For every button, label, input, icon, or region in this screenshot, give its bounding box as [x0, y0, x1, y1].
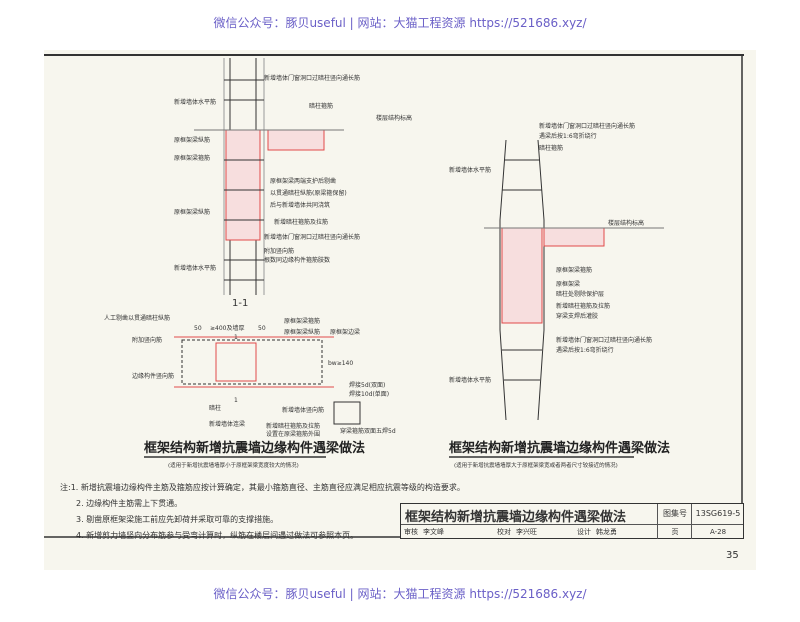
check-label: 校对 [497, 528, 511, 536]
review-label: 审核 [404, 528, 418, 536]
label: 新增暗柱箍筋及拉筋 [274, 218, 328, 226]
label: 原框架梁纵筋 [284, 328, 320, 336]
label: 新增墙体水平筋 [449, 166, 491, 174]
label: 新增墙体连梁 [209, 420, 245, 428]
label: 新增墙体水平筋 [449, 376, 491, 384]
dimension: 50 [194, 325, 202, 332]
label: 原框架梁纵筋 [174, 136, 210, 144]
title-block-title: 框架结构新增抗震墙边缘构件遇梁做法 [405, 510, 627, 525]
label: 新增墙体门窗洞口过暗柱竖向通长筋 [264, 233, 360, 241]
atlas-label: 图集号 [657, 504, 692, 524]
label: 原框架梁箍筋 [284, 317, 320, 325]
note-4: 4. 新增剪力墙竖向分布筋参与受弯计算时，纵筋在楼层间遇过做法可参照本页。 [76, 531, 359, 540]
label: 后与新增墙体共同浇筑 [270, 201, 330, 209]
watermark-top: 微信公众号：豚贝useful | 网站：大猫工程资源 https://52168… [213, 16, 587, 30]
label: 穿梁箍筋双面五焊5d [340, 427, 396, 435]
reviewer-name: 李文峰 [423, 528, 444, 536]
title-block-signature-row: 审核 李文峰 校对 李兴旺 设计 韩龙勇 页 A-28 [401, 524, 743, 539]
label: 暗柱箍筋 [309, 102, 333, 110]
left-plan [174, 336, 361, 425]
left-caption: 框架结构新增抗震墙边缘构件遇梁做法 [144, 440, 365, 456]
dimension: 50 [258, 325, 266, 332]
label: 暗柱处剔除保护层 [556, 290, 604, 298]
label: 附加竖向筋 [132, 336, 162, 344]
left-column-elevation [194, 58, 344, 295]
label: 原框架梁箍筋 [174, 154, 210, 162]
watermark-bottom: 微信公众号：豚贝useful | 网站：大猫工程资源 https://52168… [213, 587, 587, 601]
label: 新增墙体竖向筋 [282, 406, 324, 414]
label: 遇梁后按1:6弯折绕行 [556, 346, 614, 354]
label: 新增墙体门窗洞口过暗柱竖向通长筋 [556, 336, 652, 344]
designer-name: 韩龙勇 [596, 528, 617, 536]
label: 以贯通暗柱纵筋(原梁箍保留) [270, 189, 347, 197]
label: 附加竖向筋 [264, 247, 294, 255]
label: 焊接5d(双面) [349, 381, 385, 389]
note-3: 3. 剔凿原框架梁施工前应先卸荷并采取可靠的支撑措施。 [76, 515, 279, 524]
atlas-number: 13SG619-5 [691, 504, 744, 524]
checker-name: 李兴旺 [516, 528, 537, 536]
right-column-elevation [484, 139, 664, 421]
page-code: A-28 [691, 525, 744, 539]
drawing-sheet: 新增墙体门窗洞口过暗柱竖向通长筋 新增墙体水平筋 暗柱箍筋 楼层结构标高 原框架… [44, 50, 756, 570]
label: 新增墙体水平筋 [174, 264, 216, 272]
section-mark: 1-1 [232, 298, 248, 309]
label: 遇梁后按1:6弯折绕行 [539, 132, 597, 140]
label: 新增暗柱箍筋及拉筋 [266, 422, 320, 430]
title-block: 框架结构新增抗震墙边缘构件遇梁做法 图集号 13SG619-5 审核 李文峰 校… [400, 503, 744, 539]
note-2: 2. 边缘构件主筋需上下贯通。 [76, 499, 183, 508]
page-number: 35 [726, 550, 739, 561]
dimension: bw≥140 [328, 360, 353, 367]
label: 边缘构件竖向筋 [132, 372, 174, 380]
label: 焊接10d(单面) [349, 390, 389, 398]
dimension: 1 [234, 397, 238, 404]
label: 根数同边缘构件箍筋肢数 [264, 256, 330, 264]
label: 原框架梁纵筋 [174, 208, 210, 216]
label: 楼层结构标高 [608, 219, 644, 227]
label: 设置在原梁箍筋外围 [266, 430, 320, 438]
label: 人工剔凿以贯通暗柱纵筋 [104, 314, 170, 322]
label: 原框架边梁 [330, 328, 360, 336]
label: 新增墙体门窗洞口过暗柱竖向通长筋 [264, 74, 360, 82]
label: 新增墙体水平筋 [174, 98, 216, 106]
label: 原框架梁 [556, 280, 580, 288]
label: 原框架梁箍筋 [556, 266, 592, 274]
page-label: 页 [657, 525, 692, 539]
design-label: 设计 [577, 528, 591, 536]
left-elevation-labels: 新增墙体门窗洞口过暗柱竖向通长筋 新增墙体水平筋 暗柱箍筋 楼层结构标高 原框架… [174, 74, 412, 272]
right-subcaption: (适用于新增抗震墙墙厚大于原框架梁宽或者两者尺寸较接近的情况) [454, 461, 618, 469]
left-subcaption: (适用于新增抗震墙墙厚小于原框架梁宽度较大的情况) [168, 461, 299, 469]
label: 暗柱 [209, 404, 221, 412]
label: 新增墙体门窗洞口过暗柱竖向通长筋 [539, 122, 635, 130]
dimension: 1 [234, 334, 238, 341]
label: 穿梁支焊后灌胶 [556, 312, 598, 320]
note-1: 注:1. 新增抗震墙边缘构件主筋及箍筋应按计算确定，其最小箍筋直径、主筋直径应满… [60, 483, 465, 492]
label: 原框架梁两端支护后剔凿 [270, 177, 336, 185]
right-elevation-labels: 新增墙体门窗洞口过暗柱竖向通长筋 遇梁后按1:6弯折绕行 暗柱箍筋 新增墙体水平… [449, 122, 652, 384]
label: 暗柱箍筋 [539, 144, 563, 152]
label: 楼层结构标高 [376, 114, 412, 122]
dimension: ≥400及墙厚 [210, 324, 244, 332]
label: 新增暗柱箍筋及拉筋 [556, 302, 610, 310]
left-plan-labels: 人工剔凿以贯通暗柱纵筋 附加竖向筋 边缘构件竖向筋 暗柱 新增墙体连梁 新增暗柱… [104, 314, 396, 438]
drawing: 新增墙体门窗洞口过暗柱竖向通长筋 新增墙体水平筋 暗柱箍筋 楼层结构标高 原框架… [44, 54, 744, 538]
right-caption: 框架结构新增抗震墙边缘构件遇梁做法 [449, 440, 670, 456]
